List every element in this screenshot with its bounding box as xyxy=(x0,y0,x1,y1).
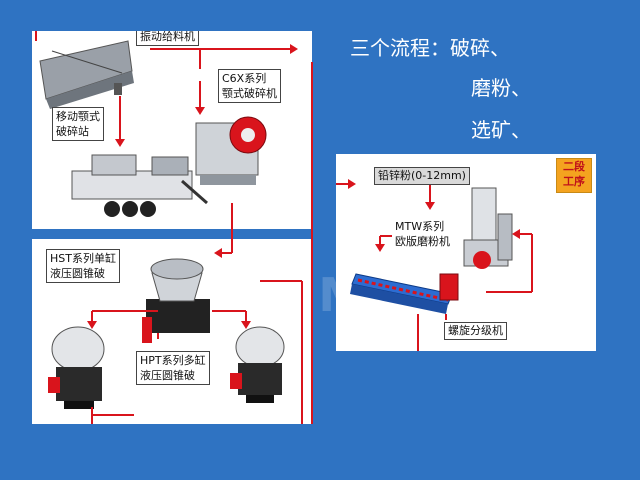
flow-arrows-right xyxy=(336,179,533,351)
cone-crushing-diagram xyxy=(48,239,303,424)
c6x-jaw-crusher-icon xyxy=(195,116,267,185)
panel-primary-crushing: 振动给料机 移动颚式 破碎站 C6X系列 颚式破碎机 xyxy=(32,31,312,229)
grinding-diagram xyxy=(336,179,533,351)
hpt-cone-crusher-label: HPT系列多缸 液压圆锥破 xyxy=(136,351,210,385)
title-line-3: 选矿、 xyxy=(471,118,531,142)
hst-cone-crusher-icon xyxy=(142,258,210,343)
spiral-classifier-label: 螺旋分级机 xyxy=(444,322,507,340)
mtw-mill-icon xyxy=(463,187,513,269)
mobile-jaw-crusher-icon xyxy=(71,154,208,217)
title-line-1: 三个流程：破碎、 xyxy=(350,36,510,60)
hpt-cone-crusher-icon-left xyxy=(48,326,105,409)
title-line-2: 磨粉、 xyxy=(471,76,531,100)
stage-badge: 二段 工序 xyxy=(556,158,592,193)
vibrating-feeder-icon xyxy=(39,40,134,119)
c6x-jaw-crusher-label: C6X系列 颚式破碎机 xyxy=(218,69,281,103)
panel-cone-crushing: HST系列单缸 液压圆锥破 HPT系列多缸 液压圆锥破 xyxy=(32,239,312,424)
panel-grinding: 铅锌粉(0-12mm) MTW系列 欧版磨粉机 螺旋分级机 二段 工序 xyxy=(336,154,596,351)
hst-cone-crusher-label: HST系列单缸 液压圆锥破 xyxy=(46,249,120,283)
primary-crushing-diagram xyxy=(35,31,298,229)
flow-arrows-top xyxy=(35,31,298,229)
lead-zinc-powder-label: 铅锌粉(0-12mm) xyxy=(374,167,470,185)
mtw-mill-label: MTW系列 欧版磨粉机 xyxy=(392,218,453,250)
mobile-jaw-crusher-label: 移动颚式 破碎站 xyxy=(52,107,104,141)
vibrating-feeder-label: 振动给料机 xyxy=(136,31,199,46)
hpt-cone-crusher-icon-right xyxy=(230,326,285,403)
spiral-classifier-icon xyxy=(350,273,459,314)
